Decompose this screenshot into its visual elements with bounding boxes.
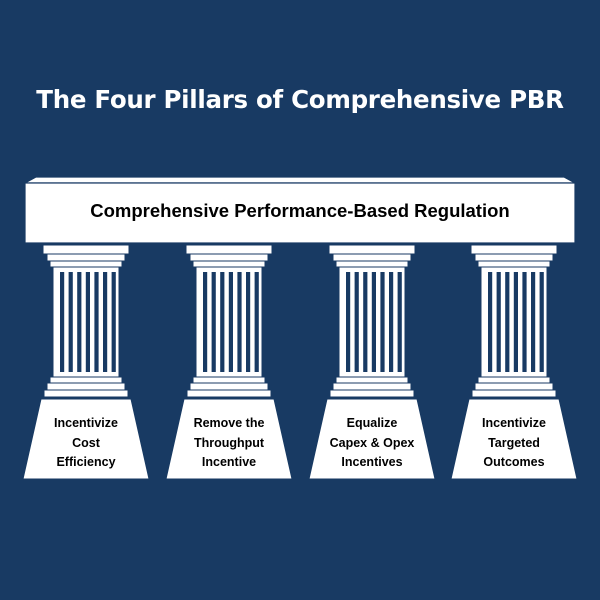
pillar-capital-top: [328, 244, 416, 255]
pillar-2: [165, 244, 293, 480]
pillar-base-bottom: [471, 389, 557, 398]
pillar-plinth: [22, 398, 150, 480]
pillar-flute: [103, 272, 108, 372]
pillar-flute: [94, 272, 99, 372]
pillar-base-bottom: [329, 389, 415, 398]
pillar-capital-top: [42, 244, 130, 255]
pillar-label-line: Incentivize: [482, 416, 546, 430]
entablature-label: Comprehensive Performance-Based Regulati…: [90, 200, 510, 221]
pillar-label-line: Outcomes: [483, 455, 545, 469]
pillar-flute: [496, 272, 501, 372]
pillar-4: [450, 244, 578, 480]
pillar-flute: [371, 272, 376, 372]
pillar-base-bottom: [186, 389, 272, 398]
pillar-base-middle: [46, 382, 126, 391]
pillar-base-top: [477, 376, 551, 384]
pillar-base-middle: [332, 382, 412, 391]
pillars-group: [22, 244, 578, 480]
pillar-label-line: Throughput: [193, 435, 265, 450]
pillar-capital-bottom: [192, 260, 266, 268]
pillar-base-top: [49, 376, 123, 384]
pillar-flute: [203, 272, 208, 372]
pillar-label-line: Cost: [72, 435, 100, 450]
pillar-3: [308, 244, 436, 480]
pillar-flute: [346, 272, 351, 372]
pillar-flute: [211, 272, 216, 372]
pillar-label-line: Targeted: [488, 435, 540, 450]
pillar-flute: [389, 272, 394, 372]
pillar-label-line: Incentive: [201, 455, 257, 469]
pillar-flute: [220, 272, 225, 372]
pillar-capital-bottom: [477, 260, 551, 268]
pillar-label-line: Capex & Opex: [329, 435, 415, 450]
pillar-label-line: Remove the: [193, 416, 265, 430]
pillar-base-bottom: [43, 389, 129, 398]
pillar-base-middle: [189, 382, 269, 391]
pillar-label-line: Efficiency: [56, 455, 116, 469]
pillar-capital-middle: [46, 253, 126, 262]
pillar-flute: [354, 272, 359, 372]
pillar-flute: [60, 272, 65, 372]
pillar-flute: [228, 272, 233, 372]
entablature: [24, 176, 576, 244]
pillar-flute: [68, 272, 73, 372]
pillar-flute: [77, 272, 82, 372]
pillar-flute: [539, 272, 544, 372]
pillar-flute: [513, 272, 518, 372]
entablature-top: [24, 176, 576, 184]
pillar-flute: [531, 272, 536, 372]
pillar-plinth: [308, 398, 436, 480]
pillar-flute: [380, 272, 385, 372]
pillar-base-top: [335, 376, 409, 384]
pillar-capital-top: [185, 244, 273, 255]
pillar-label-line: Equalize: [346, 416, 398, 430]
pillar-flute: [85, 272, 90, 372]
pillar-label-line: Incentivize: [54, 416, 118, 430]
pillar-flute: [254, 272, 259, 372]
entablature-face: [24, 182, 576, 244]
pillar-flute: [237, 272, 242, 372]
pillar-capital-middle: [189, 253, 269, 262]
pillar-plinth: [450, 398, 578, 480]
pillar-flute: [522, 272, 527, 372]
pillar-flute: [505, 272, 510, 372]
pillar-flute: [488, 272, 493, 372]
pillar-capital-middle: [332, 253, 412, 262]
pillar-capital-top: [470, 244, 558, 255]
pillar-flute: [111, 272, 116, 372]
pillar-label-line: Incentives: [341, 455, 403, 469]
pillar-flute: [363, 272, 368, 372]
pillar-base-top: [192, 376, 266, 384]
pillar-capital-bottom: [49, 260, 123, 268]
pillar-flute: [246, 272, 251, 372]
pillar-plinth: [165, 398, 293, 480]
pillar-base-middle: [474, 382, 554, 391]
pillar-1: [22, 244, 150, 480]
pillar-capital-middle: [474, 253, 554, 262]
page-title: The Four Pillars of Comprehensive PBR: [36, 85, 564, 114]
pillar-capital-bottom: [335, 260, 409, 268]
pillar-flute: [397, 272, 402, 372]
